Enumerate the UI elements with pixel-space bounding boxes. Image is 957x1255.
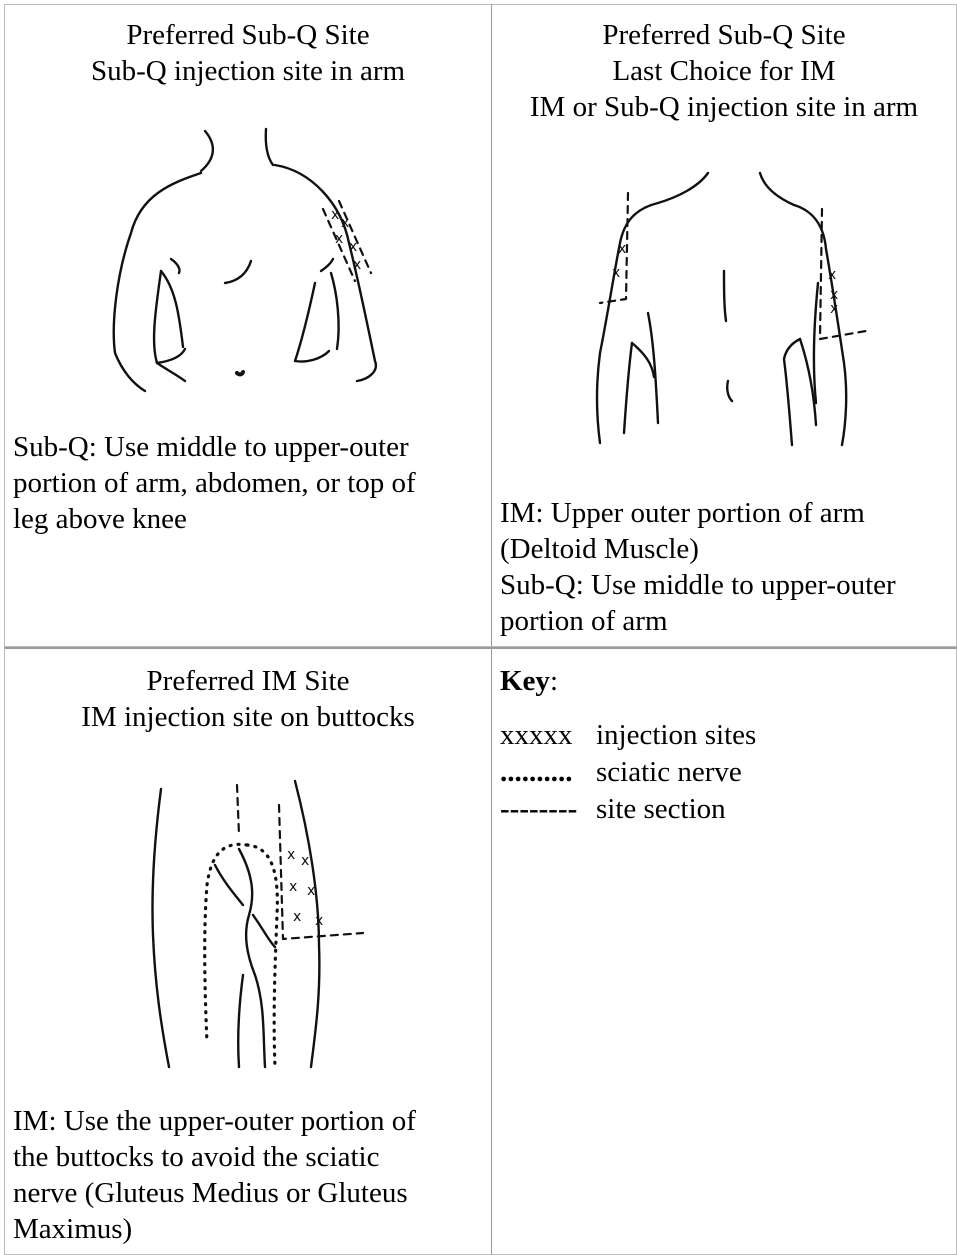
- arm-front-description-line: portion of arm, abdomen, or top of: [13, 465, 487, 501]
- svg-text:x: x: [618, 241, 626, 257]
- key-title-colon: :: [550, 665, 558, 697]
- arm-back-description-line: IM: Upper outer portion of arm: [500, 495, 952, 531]
- key-symbol: xxxxx: [500, 717, 596, 753]
- svg-text:x: x: [353, 257, 361, 273]
- cell-buttocks: Preferred IM Site IM injection site on b…: [4, 647, 491, 1255]
- arm-back-header-line: IM or Sub-Q injection site in arm: [492, 89, 956, 125]
- arm-front-header-line: Preferred Sub-Q Site: [5, 17, 491, 53]
- cell-arm-front: Preferred Sub-Q Site Sub-Q injection sit…: [4, 4, 491, 647]
- buttocks-illustration: x x x x x x: [143, 775, 383, 1075]
- arm-back-description: IM: Upper outer portion of arm (Deltoid …: [500, 495, 952, 639]
- svg-text:x: x: [307, 883, 315, 899]
- key-title: Key: [500, 665, 550, 697]
- buttocks-header-line: IM injection site on buttocks: [5, 699, 491, 735]
- svg-text:x: x: [612, 265, 620, 281]
- svg-text:x: x: [287, 847, 295, 863]
- arm-back-description-line: (Deltoid Muscle): [500, 531, 952, 567]
- injection-site-table: Preferred Sub-Q Site Sub-Q injection sit…: [4, 4, 957, 1255]
- svg-text:x: x: [830, 301, 838, 317]
- arm-back-description-line: Sub-Q: Use middle to upper-outer: [500, 567, 952, 603]
- arm-front-description-line: Sub-Q: Use middle to upper-outer: [13, 429, 487, 465]
- key-row: ..........sciatic nerve: [500, 754, 756, 791]
- arm-back-header: Preferred Sub-Q Site Last Choice for IM …: [492, 17, 956, 125]
- key-row: --------site section: [500, 791, 756, 828]
- arm-front-description-line: leg above knee: [13, 501, 487, 537]
- svg-text:x: x: [335, 231, 343, 247]
- svg-text:x: x: [293, 909, 301, 925]
- arm-back-header-line: Preferred Sub-Q Site: [492, 17, 956, 53]
- cell-arm-back: Preferred Sub-Q Site Last Choice for IM …: [491, 4, 957, 647]
- buttocks-description-line: nerve (Gluteus Medius or Gluteus: [13, 1175, 487, 1211]
- svg-text:x: x: [828, 267, 836, 283]
- svg-text:x: x: [289, 879, 297, 895]
- arm-back-description-line: portion of arm: [500, 603, 952, 639]
- buttocks-description-line: IM: Use the upper-outer portion of: [13, 1103, 487, 1139]
- buttocks-header-line: Preferred IM Site: [5, 663, 491, 699]
- key-symbol: ..........: [500, 754, 596, 790]
- svg-text:x: x: [331, 207, 339, 223]
- buttocks-header: Preferred IM Site IM injection site on b…: [5, 663, 491, 735]
- buttocks-description: IM: Use the upper-outer portion of the b…: [13, 1103, 487, 1247]
- key-label: sciatic nerve: [596, 756, 742, 788]
- arm-front-header: Preferred Sub-Q Site Sub-Q injection sit…: [5, 17, 491, 89]
- key-symbol: --------: [500, 791, 596, 827]
- svg-text:x: x: [315, 913, 323, 929]
- buttocks-description-line: Maximus): [13, 1211, 487, 1247]
- arm-back-header-line: Last Choice for IM: [492, 53, 956, 89]
- arm-back-illustration: x x x x x: [588, 163, 888, 453]
- svg-text:x: x: [301, 853, 309, 869]
- arm-front-header-line: Sub-Q injection site in arm: [5, 53, 491, 89]
- svg-text:x: x: [341, 215, 349, 231]
- arm-front-description: Sub-Q: Use middle to upper-outer portion…: [13, 429, 487, 537]
- buttocks-description-line: the buttocks to avoid the sciatic: [13, 1139, 487, 1175]
- key-label: site section: [596, 793, 726, 825]
- arm-front-illustration: x x x x x: [101, 123, 401, 393]
- svg-text:x: x: [349, 239, 357, 255]
- key-label: injection sites: [596, 719, 756, 751]
